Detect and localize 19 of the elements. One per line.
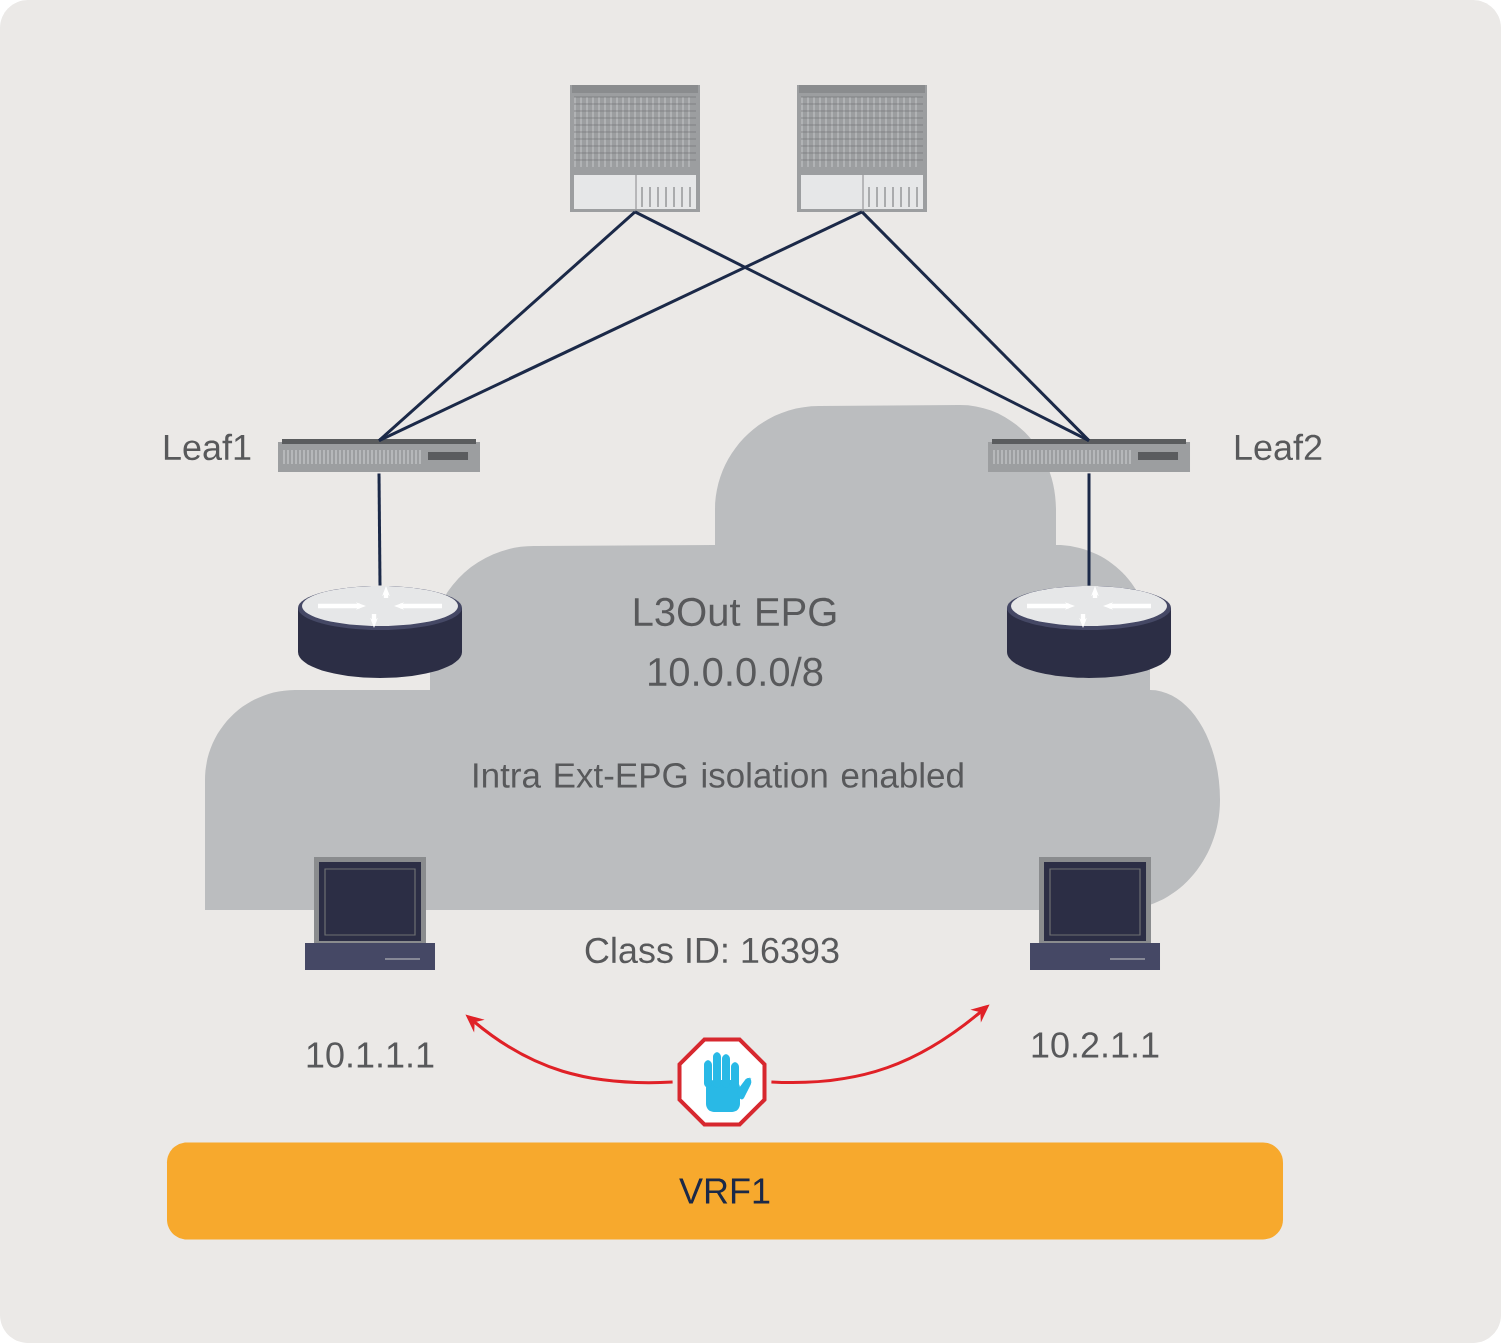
laptop-drawing	[305, 857, 435, 970]
vrf-bar: VRF1	[167, 1142, 1283, 1240]
spine-switch-drawing	[570, 85, 700, 212]
router-drawing	[298, 586, 462, 678]
laptop-drawing	[1030, 857, 1160, 970]
router-drawing	[1007, 586, 1171, 678]
leaf-switch-drawing	[278, 439, 480, 472]
class-id-label: Class ID: 16393	[585, 936, 839, 964]
link-line	[378, 210, 636, 442]
link-line	[860, 210, 1091, 442]
host-address: 10.1.1.1	[307, 1042, 434, 1068]
link-line	[377, 473, 382, 586]
link-line	[378, 210, 863, 442]
leaf-switch-drawing	[988, 439, 1190, 472]
link-line	[634, 210, 1090, 442]
link-line	[1087, 473, 1091, 586]
host-address: 10.2.1.1	[1032, 1032, 1159, 1058]
switch-label: Leaf2	[1235, 433, 1322, 461]
spine-switch-drawing	[797, 85, 927, 212]
